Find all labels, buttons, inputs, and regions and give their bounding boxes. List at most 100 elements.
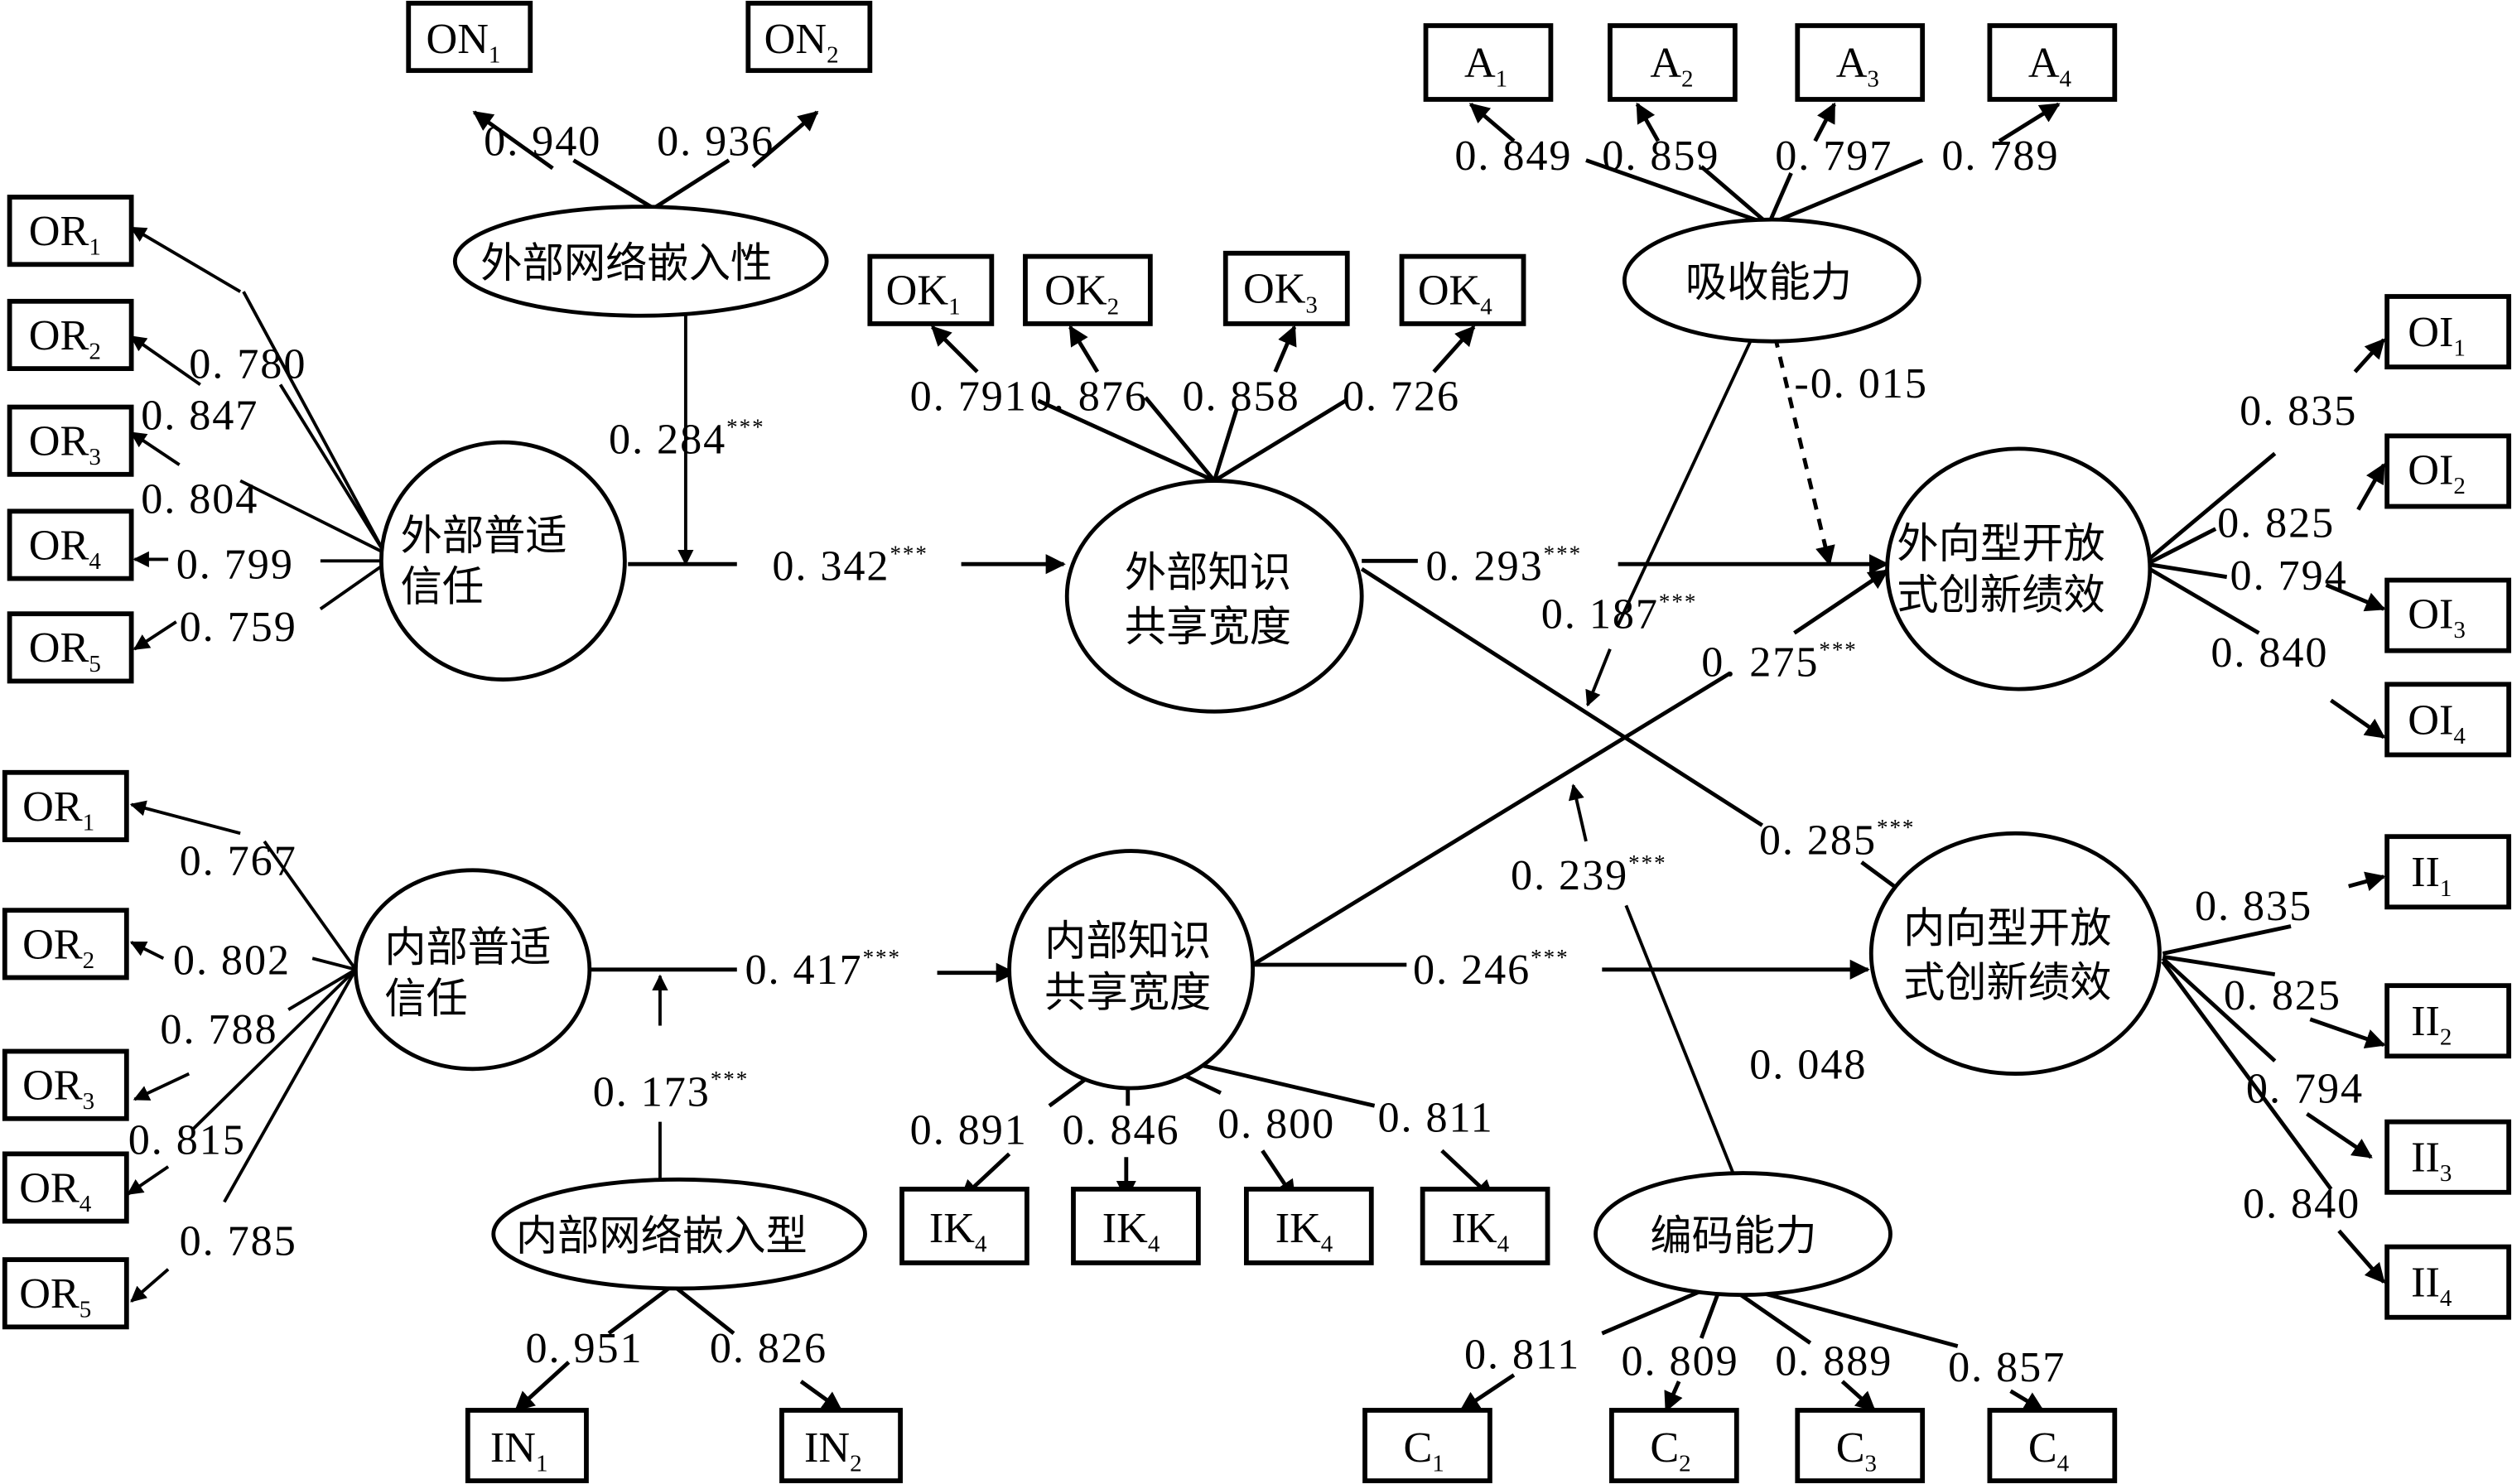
indicator-box-a1: A1 [1423,23,1554,102]
indicator-box-on2: ON2 [745,0,873,74]
indicator-box-or3-ext: OR3 [7,404,134,477]
indicator-box-ik-c: IK4 [1243,1187,1374,1265]
loading-value: 0. 815 [128,1115,246,1164]
svg-text:外向型开放: 外向型开放 [1897,518,2105,567]
loading-line [1767,158,1924,227]
indicator-box-in1: IN1 [465,1408,589,1484]
svg-text:OR1: OR1 [29,207,101,261]
svg-text:A4: A4 [2028,39,2072,93]
svg-text:OK1: OK1 [886,267,961,320]
svg-text:式创新绩效: 式创新绩效 [1897,570,2105,619]
loading-line [239,479,386,555]
loading-line [2145,527,2217,566]
svg-text:A3: A3 [1836,39,1879,93]
loading-line [2161,956,2277,1062]
latent-external-knowledge-sharing-breadth: 外部知识 共享宽度 [1064,479,1364,714]
indicator-box-or4-int: OR4 [2,1151,129,1224]
indicator-box-ok4: OK4 [1399,253,1526,326]
svg-text:内向型开放: 内向型开放 [1903,903,2111,952]
indicator-box-or2-ext: OR2 [7,298,134,372]
loading-line [1700,165,1771,226]
loading-arrow [2009,1389,2045,1413]
loading-value: 0. 940 [484,118,601,166]
indicator-box-ik-b: IK4 [1071,1187,1201,1265]
loading-line [287,968,357,1011]
loading-arrow [133,620,177,651]
svg-text:IK4: IK4 [1275,1204,1333,1258]
indicator-box-or1-int: OR1 [2,769,129,842]
path-coef-int-knowledge-to-in-innov: 0. 246*** [1413,945,1569,994]
loading-value: 0. 825 [2217,499,2335,547]
indicator-box-c2: C2 [1609,1408,1739,1484]
loading-line [2162,924,2292,956]
loading-arrow [130,1268,170,1303]
svg-text:外部知识: 外部知识 [1125,547,1291,596]
loading-arrow [1468,102,1516,143]
svg-text:IK4: IK4 [1102,1204,1160,1258]
loading-labels: 0. 940 0. 936 0. 780 0. 847 0. 804 0. 79… [128,118,2362,1391]
loading-value: 0. 840 [2243,1180,2360,1228]
svg-text:OI2: OI2 [2408,446,2466,499]
loading-arrow [129,226,242,293]
indicator-box-ii2: II2 [2384,983,2512,1059]
loading-value: 0. 840 [2211,629,2328,677]
indicator-box-a4: A4 [1987,23,2118,102]
loading-line [1585,158,1770,227]
svg-text:A1: A1 [1464,39,1507,93]
loading-arrow [1273,325,1297,373]
indicator-box-or3-int: OR3 [2,1048,129,1121]
loading-line [278,383,386,554]
indicator-box-ik-d: IK4 [1420,1187,1550,1265]
loading-line [263,840,357,971]
svg-text:C4: C4 [2028,1424,2070,1477]
path-coef-int-network-moderation: 0. 173*** [593,1067,750,1115]
loading-line [572,158,655,210]
latent-absorptive-capacity: 吸收能力 [1622,217,1921,344]
svg-text:OK2: OK2 [1044,267,1119,320]
svg-text:C2: C2 [1650,1424,1690,1477]
svg-text:信任: 信任 [384,974,468,1023]
svg-text:OR3: OR3 [22,1062,94,1115]
loading-arrow [1664,1380,1683,1413]
path-coef-ext-knowledge-to-in-innov: 0. 285*** [1759,815,1916,864]
indicator-box-a3: A3 [1795,23,1926,102]
svg-text:外部网络嵌入性: 外部网络嵌入性 [480,238,772,287]
loading-value: 0. 889 [1775,1337,1892,1385]
loading-line [652,158,730,210]
loading-value: 0. 857 [1948,1343,2066,1391]
svg-text:IN2: IN2 [804,1424,862,1477]
svg-text:IN1: IN1 [490,1424,548,1477]
loading-arrow [1998,102,2061,143]
loading-value: 0. 788 [160,1005,277,1053]
svg-text:II4: II4 [2411,1259,2452,1313]
path-line [1251,671,1732,967]
loading-arrow [1813,102,1836,142]
svg-text:OR3: OR3 [29,417,101,471]
loading-value: 0. 794 [2230,552,2348,600]
svg-text:OR2: OR2 [22,920,94,974]
loading-arrow [1068,325,1100,373]
indicator-box-oi1: OI1 [2384,294,2512,370]
loading-line [242,291,386,554]
indicator-box-ok3: OK3 [1222,250,1350,326]
indicator-box-c3: C3 [1795,1408,1926,1484]
svg-text:共享宽度: 共享宽度 [1125,602,1291,651]
path-coef-absorb-moderation-out: -0. 015 [1794,359,1927,407]
loading-arrow [1432,325,1476,373]
loading-value: 0. 811 [1464,1331,1580,1379]
loading-arrow [751,110,819,169]
loading-value: 0. 826 [710,1324,827,1372]
svg-text:A2: A2 [1650,39,1693,93]
svg-text:OR5: OR5 [19,1270,91,1323]
indicator-box-or5-int: OR5 [2,1257,129,1330]
latent-external-network-embeddedness: 外部网络嵌入性 [452,205,829,318]
loading-value: 0. 780 [189,340,306,388]
loading-value: 0. 797 [1775,132,1892,180]
path-coef-ext-trust-to-ext-knowledge: 0. 342*** [772,541,928,590]
svg-text:OI1: OI1 [2408,308,2466,362]
indicator-box-c1: C1 [1362,1408,1492,1484]
loading-line [2145,451,2277,563]
loading-line [311,956,356,971]
